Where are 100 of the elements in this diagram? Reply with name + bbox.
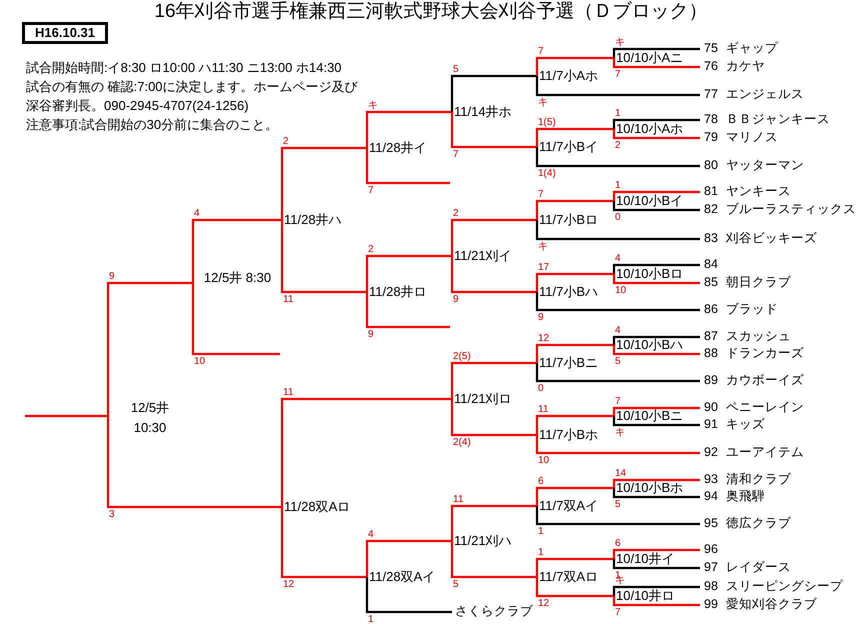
bracket-line bbox=[366, 254, 452, 292]
team-name: カケヤ bbox=[726, 58, 765, 74]
info-text: 注意事項:試合開始の30分前に集合のこと。 bbox=[26, 117, 278, 133]
score-label: 11 bbox=[283, 387, 294, 398]
score-label: キ bbox=[615, 575, 625, 586]
match-label: 10/10小Bハ bbox=[616, 337, 684, 353]
score-label: 14 bbox=[615, 468, 626, 479]
bracket-line bbox=[450, 504, 537, 541]
team-number: 77 bbox=[704, 86, 719, 102]
score-label: キ bbox=[368, 100, 378, 111]
bracket-line bbox=[536, 76, 700, 96]
match-label: 11/14井ホ bbox=[454, 104, 512, 120]
score-label: 9 bbox=[368, 329, 374, 340]
score-label: 12 bbox=[538, 598, 550, 609]
team-name: ブラッド bbox=[726, 301, 778, 317]
team-name: カウボーイズ bbox=[726, 372, 804, 388]
match-label: 10/10小Bニ bbox=[616, 408, 684, 424]
score-label: キ bbox=[615, 427, 625, 438]
team-number: 88 bbox=[704, 345, 719, 361]
bracket-line bbox=[612, 586, 700, 596]
score-label: 4 bbox=[615, 253, 621, 264]
match-label: 11/7小Bハ bbox=[539, 284, 598, 300]
title: 16年刈谷市選手権兼西三河軟式野球大会刈谷予選（Ｄブロック） bbox=[153, 1, 709, 23]
bracket-line bbox=[106, 416, 282, 508]
bracket-line bbox=[106, 282, 193, 416]
team-name: スリーピングシープ bbox=[726, 578, 843, 594]
team-number: 81 bbox=[704, 183, 719, 199]
bracket-line bbox=[612, 274, 700, 284]
team-number: 93 bbox=[704, 471, 719, 487]
bracket-line bbox=[612, 488, 700, 498]
bracket-line bbox=[536, 506, 700, 526]
bracket-line bbox=[536, 363, 700, 382]
bracket-line bbox=[280, 507, 367, 578]
score-label: 11 bbox=[453, 494, 464, 505]
score-label: キ bbox=[615, 37, 625, 48]
bracket-line bbox=[612, 478, 700, 488]
team-name: 朝日クラブ bbox=[726, 274, 791, 290]
team-name: 奥飛騨 bbox=[726, 488, 765, 504]
match-label: 11/7小Bイ bbox=[539, 139, 598, 155]
score-label: 9 bbox=[538, 312, 544, 323]
team-number: 87 bbox=[704, 328, 719, 344]
bracket-line bbox=[450, 218, 537, 256]
team-number: 80 bbox=[704, 157, 719, 173]
score-label: 1(4) bbox=[538, 168, 556, 179]
match-label: 10/10小Bロ bbox=[616, 266, 684, 282]
bracket-line bbox=[25, 414, 108, 418]
bracket-line bbox=[612, 406, 700, 416]
match-label: 11/28双Aイ bbox=[369, 569, 436, 585]
score-label: キ bbox=[538, 241, 548, 252]
bracket-line bbox=[450, 399, 537, 436]
team-name: 刈谷ビッキーズ bbox=[726, 230, 817, 246]
bracket-line bbox=[612, 129, 700, 140]
bracket-line bbox=[536, 292, 700, 312]
score-label: 7 bbox=[453, 149, 459, 160]
team-name: ギャップ bbox=[726, 40, 778, 56]
match-label: 11/21刈ロ bbox=[454, 391, 512, 407]
bracket-line bbox=[450, 362, 537, 399]
match-label: 11/21刈ハ bbox=[454, 533, 512, 549]
score-label: 17 bbox=[538, 262, 550, 273]
bracket-line bbox=[536, 272, 614, 292]
bracket-line bbox=[366, 540, 452, 577]
bracket-line bbox=[192, 283, 280, 356]
score-label: 1(5) bbox=[538, 117, 556, 128]
bracket-line bbox=[536, 558, 614, 577]
bracket-line bbox=[612, 559, 700, 570]
team-name: ユーアイテム bbox=[726, 444, 804, 460]
match-label: 10/10小Aホ bbox=[616, 121, 684, 137]
bracket-line bbox=[612, 416, 700, 426]
team-number: 76 bbox=[704, 58, 719, 74]
bracket-line bbox=[612, 596, 700, 606]
score-label: 6 bbox=[615, 538, 621, 549]
bracket-line bbox=[366, 148, 450, 184]
score-label: 7 bbox=[538, 189, 544, 200]
score-label: 2(5) bbox=[453, 351, 471, 362]
score-label: 0 bbox=[615, 212, 621, 223]
bracket-line bbox=[450, 256, 537, 294]
team-name: マリノス bbox=[726, 129, 778, 145]
match-label: 12/5井 8:30 bbox=[202, 268, 272, 288]
bracket-line bbox=[612, 345, 700, 356]
team-number: 90 bbox=[704, 399, 719, 415]
match-label: 11/28双Aロ bbox=[284, 499, 350, 515]
team-name: さくらクラブ bbox=[455, 603, 533, 619]
bracket-line bbox=[612, 190, 700, 201]
bracket-line bbox=[612, 264, 700, 274]
bracket-line bbox=[536, 128, 614, 147]
match-label: 10/10井イ bbox=[616, 551, 675, 567]
score-label: 3 bbox=[109, 509, 115, 520]
match-label: 10/10小Aニ bbox=[616, 50, 684, 66]
score-label: 1 bbox=[615, 108, 621, 119]
score-label: 5 bbox=[453, 579, 459, 590]
match-label: 11/28井ハ bbox=[284, 212, 342, 228]
team-name: エンジェルス bbox=[726, 86, 804, 102]
score-label: 7 bbox=[615, 69, 621, 80]
info-text: 試合の有無の 確認:7:00に決定します。ホームページ及び bbox=[26, 79, 358, 95]
team-number: 92 bbox=[704, 444, 719, 460]
team-number: 86 bbox=[704, 301, 719, 317]
score-label: 11 bbox=[283, 294, 294, 305]
team-number: 85 bbox=[704, 274, 719, 290]
score-label: 6 bbox=[538, 476, 544, 487]
info-text: 試合開始時間:イ8:30 ロ10:00 ハ11:30 ニ13:00 ホ14:30 bbox=[26, 60, 342, 76]
